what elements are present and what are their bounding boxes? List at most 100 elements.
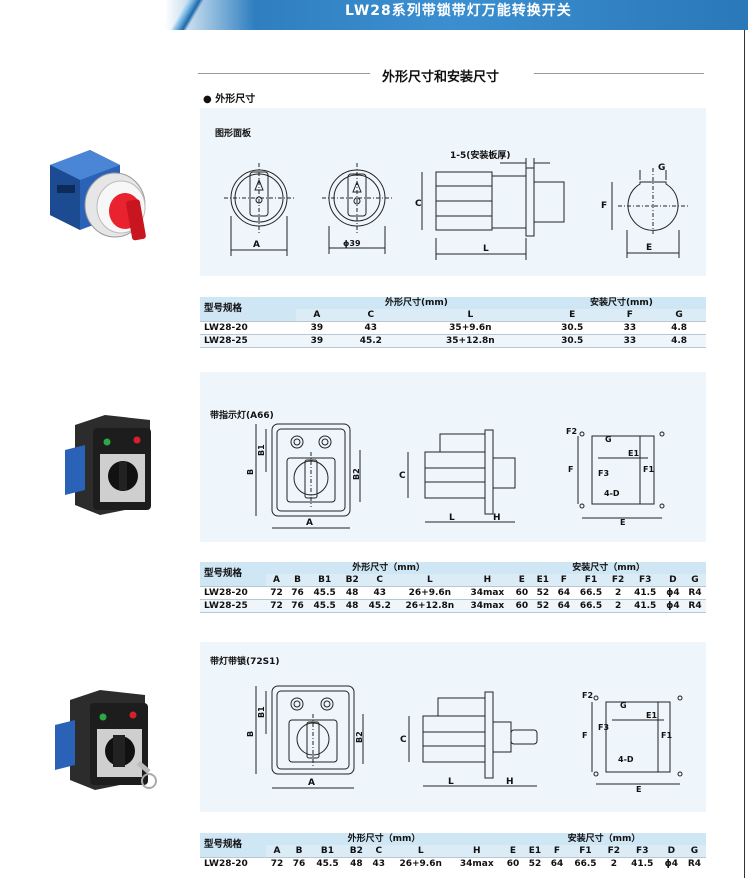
table-3-col: F1 bbox=[568, 845, 603, 858]
table-cell: 41.5 bbox=[628, 586, 662, 600]
section-rule-left bbox=[198, 73, 370, 74]
dim-label: F3 bbox=[598, 469, 609, 478]
dim-label: F3 bbox=[598, 723, 609, 732]
table-3-col: B1 bbox=[310, 845, 345, 858]
table-row: LW28-20 72 76 45.5 48 43 26+9.6n 34max 6… bbox=[200, 857, 706, 870]
table-cell: 43 bbox=[337, 321, 404, 335]
dim-phi39-label: ϕ39 bbox=[343, 239, 361, 248]
table-cell: 45.5 bbox=[310, 857, 345, 870]
dim-label: F1 bbox=[643, 465, 654, 474]
table-cell: 52 bbox=[523, 857, 546, 870]
table-1-group2: 安装尺寸(mm) bbox=[536, 297, 706, 309]
dim-e-label: E bbox=[646, 243, 652, 253]
table-3-col: F3 bbox=[624, 845, 660, 858]
table-3-col: H bbox=[451, 845, 502, 858]
table-cell: 45.2 bbox=[337, 334, 404, 348]
table-1-col: E bbox=[536, 309, 608, 322]
table-cell: 48 bbox=[344, 857, 368, 870]
table-cell: 45.5 bbox=[308, 599, 342, 613]
table-3-col: B2 bbox=[344, 845, 368, 858]
table-cell: 45.2 bbox=[363, 599, 397, 613]
table-cell: 66.5 bbox=[574, 599, 608, 613]
table-2-group2: 安装尺寸（mm） bbox=[511, 562, 706, 574]
table-cell: 33 bbox=[607, 321, 653, 335]
switch-photo-indicator bbox=[65, 415, 151, 515]
table-cell: 60 bbox=[511, 599, 533, 613]
table-2-col: B bbox=[287, 574, 308, 587]
dim-c-label: C bbox=[415, 199, 422, 209]
section-rule-right bbox=[534, 73, 704, 74]
table-1-model-header: 型号规格 bbox=[200, 297, 296, 322]
panel-2-label: 带指示灯(A66) bbox=[210, 411, 274, 421]
dim-label: E1 bbox=[628, 449, 639, 458]
dim-label: G bbox=[620, 701, 627, 710]
table-cell: 76 bbox=[287, 586, 308, 600]
table-cell: LW28-20 bbox=[200, 321, 296, 335]
dim-label: L bbox=[449, 513, 455, 523]
table-cell: 33 bbox=[607, 334, 653, 348]
dim-label: L bbox=[448, 777, 454, 787]
panel-1-label: 图形面板 bbox=[215, 129, 252, 139]
drawing-panel-2: 带指示灯(A66) B B1 B2 A C L H F2 G bbox=[200, 372, 706, 542]
drawing-panel-3: 带灯带锁(72S1) B B1 B2 A C L H F2 G bbox=[200, 642, 706, 812]
page-edge-line bbox=[744, 30, 745, 878]
dim-label: A bbox=[306, 518, 313, 528]
table-cell: 41.5 bbox=[628, 599, 662, 613]
table-2-col: H bbox=[463, 574, 512, 587]
table-row: LW28-25 72 76 45.5 48 45.2 26+12.8n 34ma… bbox=[200, 599, 706, 613]
spec-table-3: 型号规格 外形尺寸（mm） 安装尺寸（mm） A B B1 B2 C L H E… bbox=[200, 833, 706, 870]
table-2-group1: 外形尺寸（mm） bbox=[266, 562, 512, 574]
table-cell: LW28-20 bbox=[200, 857, 266, 870]
dim-label: C bbox=[400, 735, 407, 745]
table-2-col: D bbox=[661, 574, 684, 587]
table-2-col: F3 bbox=[628, 574, 662, 587]
table-cell: 30.5 bbox=[536, 321, 608, 335]
table-cell: 2 bbox=[602, 857, 625, 870]
table-cell: 41.5 bbox=[624, 857, 660, 870]
dim-label: B2 bbox=[355, 731, 364, 743]
table-cell: 39 bbox=[296, 321, 338, 335]
table-cell: 72 bbox=[266, 599, 287, 613]
table-3-group2: 安装尺寸（mm） bbox=[501, 833, 706, 845]
table-cell: 34max bbox=[463, 599, 512, 613]
table-cell: 39 bbox=[296, 334, 338, 348]
table-cell: 64 bbox=[553, 586, 575, 600]
table-row: LW28-20 39 43 35+9.6n 30.5 33 4.8 bbox=[200, 321, 706, 335]
table-1-col: C bbox=[337, 309, 404, 322]
table-cell: 76 bbox=[288, 857, 311, 870]
panel-2-drawing: B B1 B2 A C L H F2 G E1 F3 F F1 4-D E bbox=[246, 423, 665, 529]
table-3-col: F2 bbox=[602, 845, 625, 858]
banner-title: LW28系列带锁带灯万能转换开关 bbox=[345, 3, 572, 19]
table-row: LW28-25 39 45.2 35+12.8n 30.5 33 4.8 bbox=[200, 334, 706, 348]
table-cell: 4.8 bbox=[652, 334, 706, 348]
table-cell: 35+12.8n bbox=[403, 334, 537, 348]
switch-photo-basic bbox=[50, 150, 146, 241]
dim-label: E1 bbox=[646, 711, 657, 720]
table-cell: 26+12.8n bbox=[396, 599, 464, 613]
dim-label: F bbox=[582, 731, 587, 740]
table-1-col: G bbox=[652, 309, 706, 322]
table-3-col: A bbox=[266, 845, 289, 858]
dim-l-label: L bbox=[483, 244, 489, 254]
table-cell: ϕ4 bbox=[661, 586, 684, 600]
table-cell: 60 bbox=[501, 857, 524, 870]
table-3-col: B bbox=[288, 845, 311, 858]
table-cell: 2 bbox=[607, 599, 629, 613]
panel-1-drawing: A ϕ39 1-5(安装板厚) C L G F bbox=[224, 149, 688, 260]
table-3-col: L bbox=[389, 845, 452, 858]
dim-label: B2 bbox=[352, 468, 361, 480]
table-cell: LW28-25 bbox=[200, 599, 266, 613]
switch-photo-lock bbox=[55, 690, 157, 790]
table-cell: 26+9.6n bbox=[389, 857, 452, 870]
dim-label: F1 bbox=[661, 731, 672, 740]
table-cell: 45.5 bbox=[308, 586, 342, 600]
table-cell: R4 bbox=[682, 857, 706, 870]
table-2-col: E1 bbox=[532, 574, 554, 587]
table-3-col: E bbox=[501, 845, 524, 858]
table-2-col: C bbox=[363, 574, 397, 587]
dim-label: H bbox=[506, 777, 514, 787]
dim-f-label: F bbox=[601, 201, 607, 211]
table-3-col: G bbox=[682, 845, 706, 858]
table-3-model-header: 型号规格 bbox=[200, 833, 266, 858]
table-cell: 66.5 bbox=[574, 586, 608, 600]
